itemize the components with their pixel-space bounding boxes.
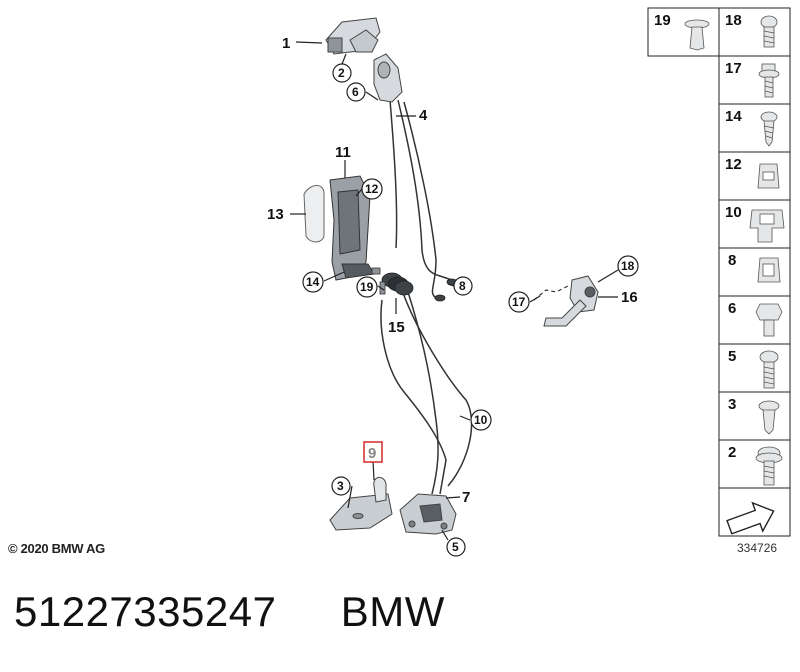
callout-14: 14 <box>306 275 320 289</box>
callout-5: 5 <box>452 540 459 554</box>
callout-10: 10 <box>474 413 488 427</box>
callout-9: 9 <box>368 445 376 462</box>
latch-bracket <box>329 175 375 281</box>
flange-screw-icon <box>755 446 783 486</box>
screw-with-washer-icon <box>758 63 780 98</box>
sidebar-label-2: 2 <box>728 444 736 461</box>
callout-3: 3 <box>337 479 344 493</box>
sidebar-label-5: 5 <box>728 348 736 365</box>
circled-callouts <box>302 63 639 557</box>
callout-15: 15 <box>388 319 405 336</box>
lock-cylinder <box>373 53 403 103</box>
callout-2: 2 <box>338 66 345 80</box>
callout-17: 17 <box>512 295 526 309</box>
sidebar-label-12: 12 <box>725 156 742 173</box>
bracket-clip-icon <box>749 209 785 243</box>
sidebar-label-8: 8 <box>728 252 736 269</box>
sidebar-label-3: 3 <box>728 396 736 413</box>
sidebar-label-14: 14 <box>725 108 742 125</box>
countersunk-screw-icon <box>758 400 780 435</box>
callout-19: 19 <box>360 280 374 294</box>
sidebar-label-19: 19 <box>654 12 671 29</box>
sidebar-label-10: 10 <box>725 204 742 221</box>
part-number: 51227335247 <box>14 588 277 635</box>
grommet <box>381 272 414 296</box>
fastener-sidebar <box>647 7 791 537</box>
callout-18: 18 <box>621 259 635 273</box>
hex-bolt-icon <box>755 303 783 337</box>
next-page-arrow-icon <box>726 501 775 535</box>
callout-1: 1 <box>282 35 290 52</box>
torx-screw-icon <box>760 15 778 48</box>
sidebar-label-17: 17 <box>725 60 742 77</box>
cable-end <box>434 278 458 302</box>
callout-8: 8 <box>459 279 466 293</box>
part-caption: 51227335247 BMW <box>14 588 445 636</box>
diagram-reference: 334726 <box>737 541 778 555</box>
leader-lines <box>290 41 619 541</box>
callout-16: 16 <box>621 289 638 306</box>
striker-plate <box>329 477 393 531</box>
oval-head-screw-icon <box>759 350 779 389</box>
cables <box>380 99 473 495</box>
self-tapping-screw-icon <box>760 111 778 147</box>
handle-carrier <box>325 17 381 55</box>
callout-4: 4 <box>419 107 428 124</box>
door-check <box>543 275 599 327</box>
callout-6: 6 <box>352 85 359 99</box>
callout-12: 12 <box>365 182 379 196</box>
clip-nut-icon <box>757 163 780 189</box>
highlight-box <box>363 441 383 463</box>
clip-icon <box>684 19 710 51</box>
callout-7: 7 <box>462 489 470 506</box>
copyright: © 2020 BMW AG <box>8 541 105 556</box>
cover-panel <box>303 185 325 243</box>
sidebar-label-6: 6 <box>728 300 736 317</box>
sidebar-label-18: 18 <box>725 12 742 29</box>
callout-13: 13 <box>267 206 284 223</box>
brand-name: BMW <box>340 588 445 635</box>
callout-11: 11 <box>335 144 351 161</box>
door-lock <box>399 493 457 535</box>
expanding-nut-icon <box>757 257 781 283</box>
